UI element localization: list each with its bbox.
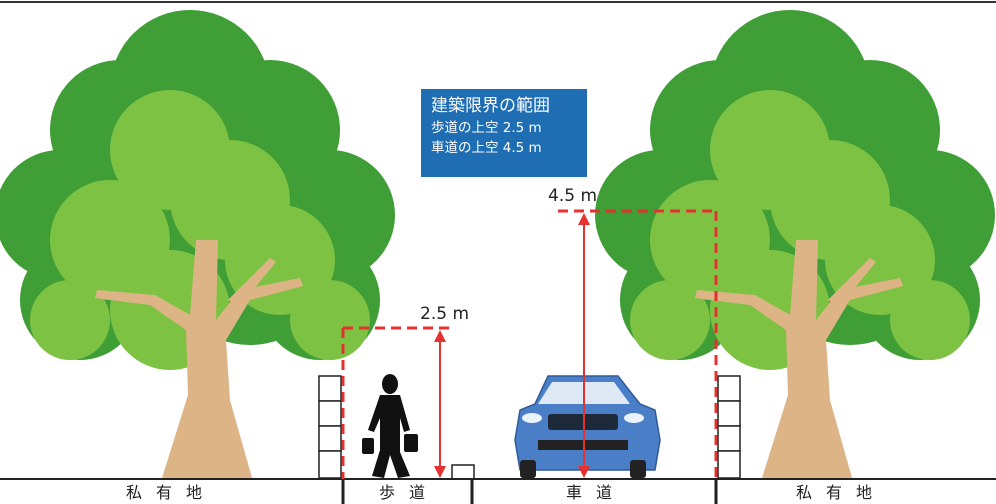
right-tree-trunk	[695, 240, 903, 478]
zone-label-private-left: 私有地	[126, 483, 217, 502]
left-tree-illustration	[0, 10, 395, 478]
car-icon	[514, 375, 661, 478]
roadway-height-arrow	[578, 213, 590, 478]
roadway-height-label: 4.5 m	[548, 186, 597, 206]
roadway-clearance-outline	[558, 209, 718, 479]
right-block-wall	[717, 375, 741, 479]
sidewalk-clearance-outline	[341, 326, 452, 479]
right-tree-illustration	[595, 10, 995, 478]
left-block-wall	[318, 375, 342, 479]
pedestrian-silhouette-icon	[362, 374, 418, 478]
zone-label-sidewalk: 歩道	[379, 483, 440, 502]
curb	[451, 464, 475, 480]
ground-line	[0, 478, 996, 504]
zone-label-private-right: 私有地	[796, 483, 887, 502]
sidewalk-height-label: 2.5 m	[420, 304, 469, 324]
left-tree-trunk	[95, 240, 303, 478]
info-box-sidewalk-line: 歩道の上空 2.5 m	[431, 120, 542, 136]
sidewalk-height-arrow	[434, 330, 446, 478]
info-box-title: 建築限界の範囲	[431, 96, 550, 116]
zone-label-roadway: 車道	[566, 483, 627, 502]
info-box-roadway-line: 車道の上空 4.5 m	[431, 140, 542, 156]
clearance-info-box: 建築限界の範囲 歩道の上空 2.5 m 車道の上空 4.5 m	[421, 89, 587, 177]
